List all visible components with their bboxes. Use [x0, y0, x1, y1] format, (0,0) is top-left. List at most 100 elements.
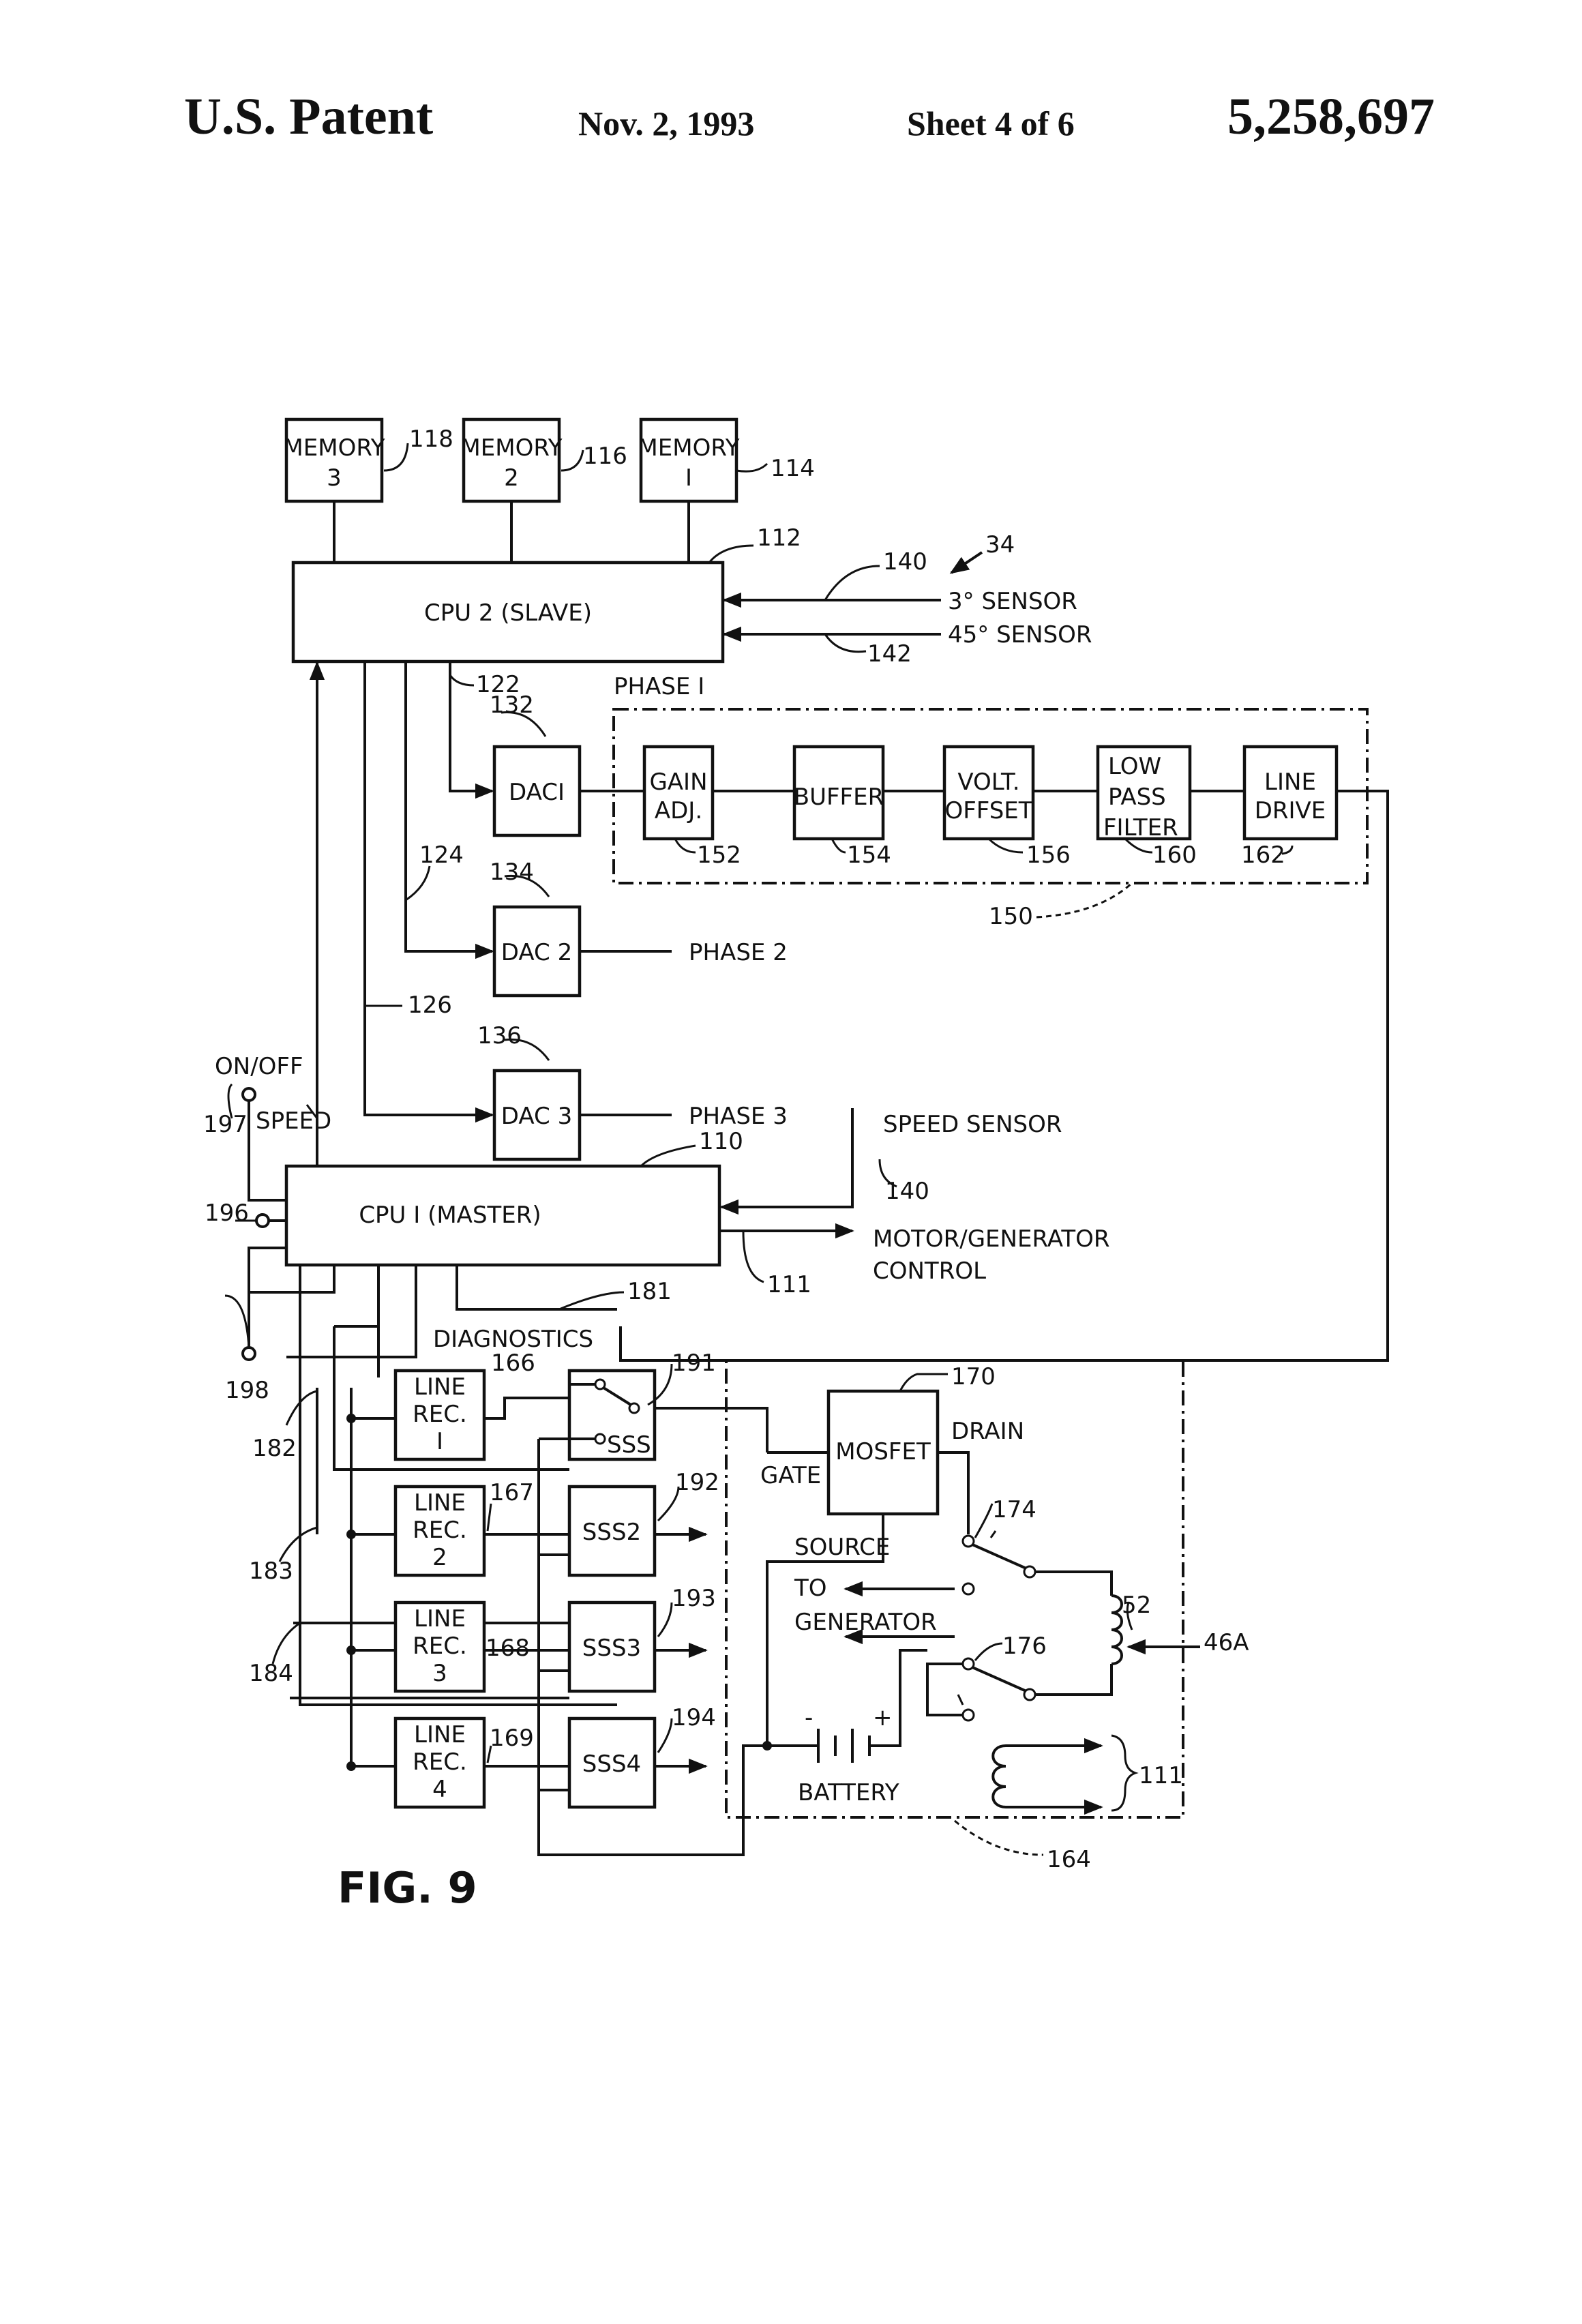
svg-text:SSS4: SSS4 — [582, 1751, 641, 1778]
svg-text:118: 118 — [409, 426, 453, 453]
svg-text:196: 196 — [205, 1200, 249, 1227]
svg-text:140: 140 — [885, 1178, 929, 1205]
gain-adj-block: GAIN ADJ. — [644, 747, 713, 839]
sss2-block: SSS2 — [569, 1487, 655, 1575]
memory-3-block: MEMORY 3 — [283, 419, 385, 501]
svg-text:DIAGNOSTICS: DIAGNOSTICS — [433, 1326, 593, 1353]
svg-text:GAIN: GAIN — [649, 769, 707, 796]
svg-text:181: 181 — [627, 1278, 672, 1305]
svg-text:BUFFER: BUFFER — [794, 784, 884, 811]
svg-text:194: 194 — [672, 1704, 716, 1731]
figure-label: FIG. 9 — [338, 1863, 477, 1913]
svg-text:154: 154 — [847, 841, 891, 869]
svg-text:SSS2: SSS2 — [582, 1519, 641, 1546]
svg-text:34: 34 — [985, 531, 1015, 558]
mosfet-block: MOSFET — [829, 1391, 938, 1514]
svg-text:134: 134 — [490, 859, 534, 886]
svg-text:3° SENSOR: 3° SENSOR — [948, 588, 1077, 615]
svg-text:192: 192 — [675, 1469, 719, 1496]
svg-text:SPEED: SPEED — [256, 1107, 331, 1135]
svg-text:SPEED SENSOR: SPEED SENSOR — [883, 1111, 1062, 1138]
svg-text:OFFSET: OFFSET — [944, 797, 1032, 824]
svg-text:SSS3: SSS3 — [582, 1635, 641, 1662]
svg-text:182: 182 — [252, 1435, 297, 1462]
svg-text:DACI: DACI — [509, 779, 565, 806]
svg-text:-: - — [805, 1704, 813, 1731]
svg-text:LINE: LINE — [414, 1489, 466, 1517]
dac1-block: DACI — [494, 747, 580, 835]
svg-text:136: 136 — [477, 1022, 522, 1049]
svg-text:TO: TO — [794, 1575, 827, 1602]
sss4-block: SSS4 — [569, 1718, 655, 1807]
svg-text:FILTER: FILTER — [1103, 814, 1178, 841]
svg-text:SOURCE: SOURCE — [794, 1534, 890, 1561]
svg-text:I: I — [436, 1428, 443, 1455]
sss3-block: SSS3 — [569, 1603, 655, 1691]
svg-text:2: 2 — [432, 1544, 447, 1571]
svg-text:169: 169 — [490, 1725, 534, 1752]
svg-text:174: 174 — [992, 1496, 1036, 1523]
svg-text:168: 168 — [486, 1635, 530, 1662]
svg-text:LINE: LINE — [414, 1605, 466, 1633]
buffer-block: BUFFER — [794, 747, 884, 839]
svg-text:176: 176 — [1002, 1633, 1047, 1660]
svg-text:MEMORY: MEMORY — [638, 434, 739, 462]
svg-text:166: 166 — [491, 1350, 535, 1377]
svg-text:52: 52 — [1122, 1592, 1151, 1619]
svg-text:LINE: LINE — [414, 1373, 466, 1401]
svg-text:MOSFET: MOSFET — [835, 1438, 931, 1465]
svg-text:MOTOR/GENERATOR: MOTOR/GENERATOR — [873, 1225, 1109, 1253]
svg-text:PHASE 3: PHASE 3 — [689, 1103, 788, 1130]
dac3-block: DAC 3 — [494, 1071, 580, 1159]
svg-text:112: 112 — [757, 524, 801, 552]
svg-text:PHASE 2: PHASE 2 — [689, 939, 788, 966]
svg-text:111: 111 — [1139, 1762, 1183, 1789]
svg-text:2: 2 — [504, 464, 519, 492]
svg-text:4: 4 — [432, 1776, 447, 1803]
svg-text:GENERATOR: GENERATOR — [794, 1609, 937, 1636]
svg-text:BATTERY: BATTERY — [798, 1779, 899, 1806]
svg-text:LINE: LINE — [1264, 769, 1316, 796]
svg-text:MEMORY: MEMORY — [283, 434, 385, 462]
svg-text:156: 156 — [1026, 841, 1071, 869]
svg-text:3: 3 — [432, 1660, 447, 1687]
memory-2-block: MEMORY 2 — [460, 419, 562, 501]
svg-text:142: 142 — [867, 640, 912, 668]
low-pass-filter-block: LOW PASS FILTER — [1098, 747, 1190, 841]
svg-text:DRAIN: DRAIN — [951, 1418, 1024, 1445]
svg-text:111: 111 — [767, 1271, 811, 1298]
line-drive-block: LINE DRIVE — [1244, 747, 1337, 839]
svg-text:114: 114 — [771, 455, 815, 482]
svg-text:152: 152 — [697, 841, 741, 869]
svg-text:45° SENSOR: 45° SENSOR — [948, 621, 1092, 649]
svg-text:SSSI: SSSI — [607, 1431, 658, 1459]
svg-text:198: 198 — [225, 1377, 269, 1404]
svg-text:150: 150 — [989, 903, 1033, 930]
svg-text:140: 140 — [883, 548, 927, 576]
svg-text:DAC 3: DAC 3 — [501, 1103, 572, 1130]
line-rec-1-block: LINE REC. I — [395, 1371, 484, 1459]
cpu1-master-block: CPU I (MASTER) — [286, 1166, 719, 1265]
dac2-block: DAC 2 — [494, 907, 580, 996]
svg-text:110: 110 — [699, 1128, 743, 1155]
svg-text:I: I — [685, 464, 692, 492]
svg-text:GATE: GATE — [760, 1462, 821, 1489]
svg-text:DAC 2: DAC 2 — [501, 939, 572, 966]
svg-text:167: 167 — [490, 1479, 534, 1506]
svg-text:126: 126 — [408, 992, 452, 1019]
svg-text:DRIVE: DRIVE — [1255, 797, 1326, 824]
svg-text:REC.: REC. — [413, 1748, 467, 1776]
line-rec-2-block: LINE REC. 2 — [395, 1487, 484, 1575]
svg-text:124: 124 — [419, 841, 464, 869]
svg-text:CPU I (MASTER): CPU I (MASTER) — [359, 1202, 541, 1229]
speed-terminal — [256, 1215, 269, 1227]
svg-text:164: 164 — [1047, 1846, 1091, 1873]
volt-offset-block: VOLT. OFFSET — [944, 747, 1033, 839]
line-rec-3-block: LINE REC. 3 — [395, 1603, 484, 1691]
svg-text:132: 132 — [490, 691, 534, 719]
phase1-label: PHASE I — [614, 673, 704, 700]
cpu2-slave-block: CPU 2 (SLAVE) — [293, 563, 723, 661]
svg-text:LINE: LINE — [414, 1721, 466, 1748]
svg-text:ON/OFF: ON/OFF — [215, 1053, 303, 1080]
svg-text:REC.: REC. — [413, 1517, 467, 1544]
